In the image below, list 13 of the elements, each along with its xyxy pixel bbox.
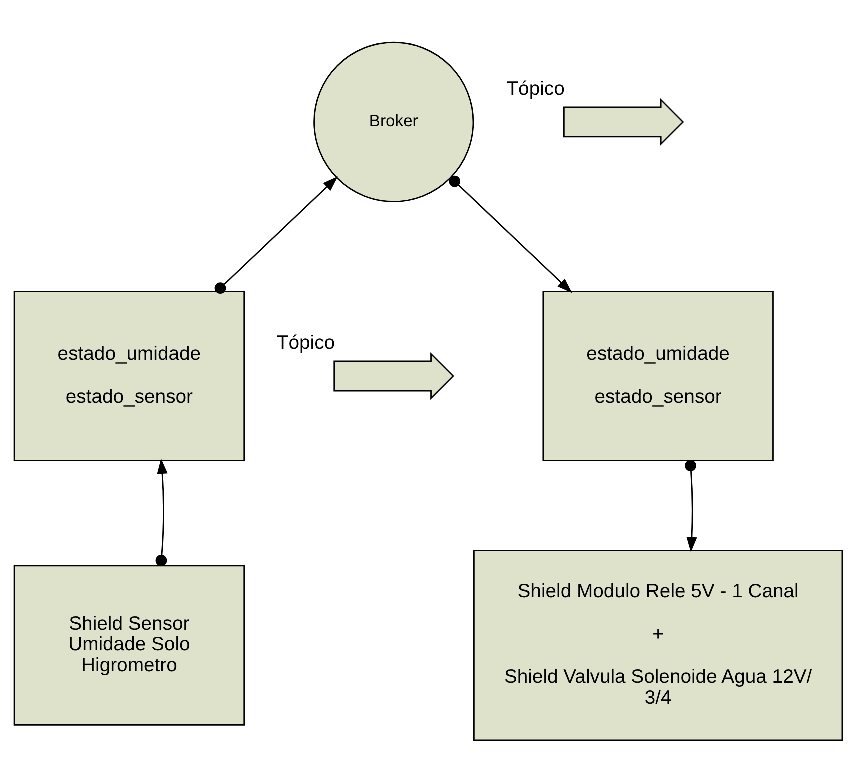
node-label: Tópico — [276, 331, 335, 354]
node-circle: Broker — [313, 41, 474, 202]
node-arrow — [562, 98, 684, 146]
arrow — [684, 460, 697, 552]
arrow — [214, 176, 338, 294]
node-box: Shield Sensor Umidade Solo Higrometro — [13, 564, 245, 726]
arrow — [448, 175, 572, 293]
node-box: estado_umidade estado_sensor — [542, 290, 774, 461]
node-arrow — [333, 352, 454, 400]
node-box: estado_umidade estado_sensor — [13, 290, 245, 461]
node-label: Tópico — [506, 77, 564, 100]
node-box: Shield Modulo Rele 5V - 1 Canal + Shield Valvula Solenoide Agua 12V/ 3/4 — [473, 550, 843, 741]
arrow — [155, 458, 168, 566]
